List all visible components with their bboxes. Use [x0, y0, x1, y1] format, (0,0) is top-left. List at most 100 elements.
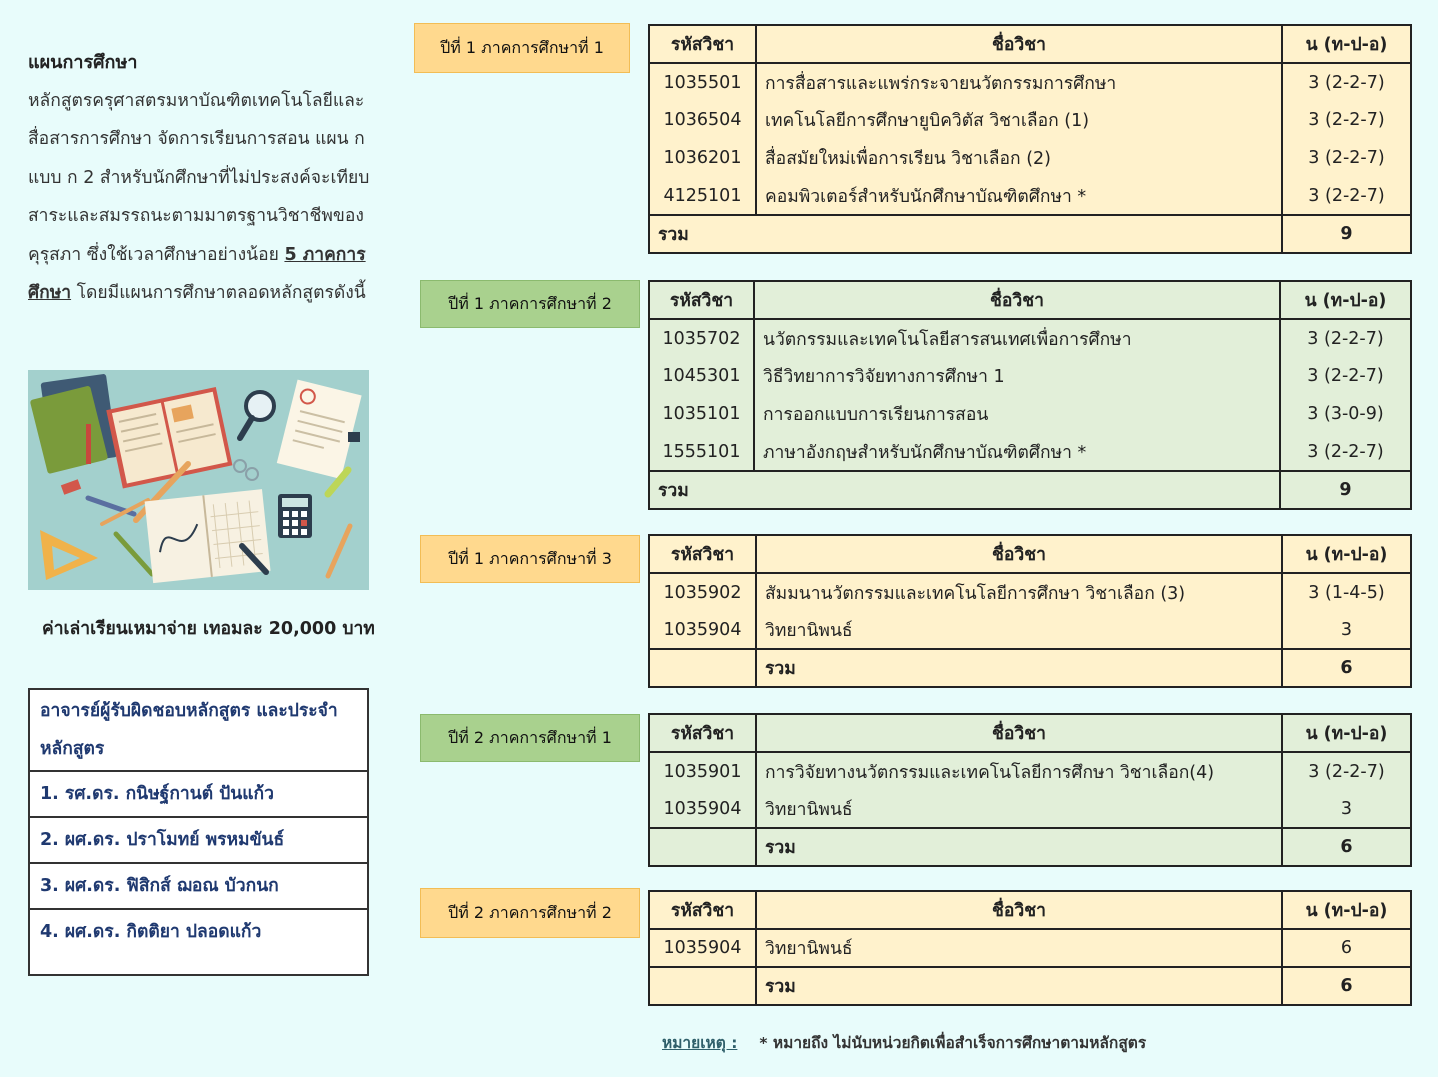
course-code: 1036201 — [648, 139, 757, 177]
course-credits: 3 (2-2-7) — [1281, 139, 1412, 177]
col-code-header: รหัสวิชา — [648, 280, 755, 320]
total-credits: 6 — [1281, 966, 1412, 1006]
course-name: สัมมนานวัตกรรมและเทคโนโลยีการศึกษา วิชาเ… — [755, 573, 1283, 611]
col-name-header: ชื่อวิชา — [755, 890, 1283, 930]
course-credits: 3 (2-2-7) — [1279, 357, 1412, 395]
total-credits: 6 — [1281, 648, 1412, 688]
course-code: 1035101 — [648, 395, 755, 433]
course-name: เทคโนโลยีการศึกษายูบิควิตัส วิชาเลือก (1… — [755, 101, 1283, 139]
intro-section: แผนการศึกษา หลักสูตรครุศาสตรมหาบัณฑิตเทค… — [28, 44, 373, 312]
col-credits-header: น (ท-ป-อ) — [1281, 713, 1412, 753]
total-label: รวม — [755, 827, 1283, 867]
course-code: 1035501 — [648, 63, 757, 101]
tuition-fee: ค่าเล่าเรียนเหมาจ่าย เทอมละ 20,000 บาท — [42, 619, 375, 639]
total-credits: 6 — [1281, 827, 1412, 867]
staff-member: 2. ผศ.ดร. ปราโมทย์ พรหมขันธ์ — [28, 816, 369, 864]
col-credits-header: น (ท-ป-อ) — [1281, 890, 1412, 930]
col-code-header: รหัสวิชา — [648, 24, 757, 64]
course-name: วิทยานิพนธ์ — [755, 929, 1283, 968]
course-credits: 3 — [1281, 611, 1412, 650]
col-name-header: ชื่อวิชา — [755, 24, 1283, 64]
study-illustration — [28, 370, 369, 590]
total-blank-cell — [648, 966, 757, 1006]
course-name: วิธีวิทยาการวิจัยทางการศึกษา 1 — [753, 357, 1281, 395]
course-code: 1036504 — [648, 101, 757, 139]
course-credits: 3 (2-2-7) — [1281, 752, 1412, 790]
total-blank-cell — [648, 827, 757, 867]
course-code: 4125101 — [648, 177, 757, 216]
course-code: 1035904 — [648, 790, 757, 829]
total-label: รวม — [648, 470, 1281, 510]
intro-text: หลักสูตรครุศาสตรมหาบัณฑิตเทคโนโลยีและสื่… — [28, 91, 370, 265]
course-credits: 3 (1-4-5) — [1281, 573, 1412, 611]
course-code: 1555101 — [648, 433, 755, 472]
col-name-header: ชื่อวิชา — [755, 534, 1283, 574]
course-code: 1045301 — [648, 357, 755, 395]
footnote-label: หมายเหตุ : — [662, 1034, 738, 1052]
course-code: 1035702 — [648, 319, 755, 357]
semester-label: ปีที่ 1 ภาคการศึกษาที่ 2 — [420, 280, 640, 328]
total-label: รวม — [648, 214, 1283, 254]
footnote: หมายเหตุ :* หมายถึง ไม่นับหน่วยกิตเพื่อส… — [662, 1030, 1146, 1055]
col-credits-header: น (ท-ป-อ) — [1281, 24, 1412, 64]
col-code-header: รหัสวิชา — [648, 713, 757, 753]
staff-member: 1. รศ.ดร. กนิษฐ์กานต์ ปันแก้ว — [28, 770, 369, 818]
course-name: สื่อสมัยใหม่เพื่อการเรียน วิชาเลือก (2) — [755, 139, 1283, 177]
col-name-header: ชื่อวิชา — [755, 713, 1283, 753]
course-credits: 3 (2-2-7) — [1279, 319, 1412, 357]
course-name: วิทยานิพนธ์ — [755, 790, 1283, 829]
course-name: การวิจัยทางนวัตกรรมและเทคโนโลยีการศึกษา … — [755, 752, 1283, 790]
intro-title: แผนการศึกษา — [28, 52, 138, 73]
total-blank-cell — [648, 648, 757, 688]
course-code: 1035902 — [648, 573, 757, 611]
semester-label: ปีที่ 2 ภาคการศึกษาที่ 2 — [420, 888, 640, 938]
course-name: ภาษาอังกฤษสำหรับนักศึกษาบัณฑิตศึกษา * — [753, 433, 1281, 472]
col-credits-header: น (ท-ป-อ) — [1281, 534, 1412, 574]
semester-label: ปีที่ 2 ภาคการศึกษาที่ 1 — [420, 714, 640, 762]
staff-table: อาจารย์ผู้รับผิดชอบหลักสูตร และประจำหลัก… — [28, 688, 369, 976]
total-credits: 9 — [1281, 214, 1412, 254]
course-credits: 3 (2-2-7) — [1281, 63, 1412, 101]
total-label: รวม — [755, 648, 1283, 688]
course-credits: 6 — [1281, 929, 1412, 968]
total-credits: 9 — [1279, 470, 1412, 510]
intro-body: หลักสูตรครุศาสตรมหาบัณฑิตเทคโนโลยีและสื่… — [28, 82, 373, 312]
staff-member: 3. ผศ.ดร. ฟิสิกส์ ฌอณ บัวกนก — [28, 862, 369, 910]
staff-header: อาจารย์ผู้รับผิดชอบหลักสูตร และประจำหลัก… — [28, 688, 369, 772]
col-name-header: ชื่อวิชา — [753, 280, 1281, 320]
course-name: การสื่อสารและแพร่กระจายนวัตกรรมการศึกษา — [755, 63, 1283, 101]
course-name: วิทยานิพนธ์ — [755, 611, 1283, 650]
staff-member: 4. ผศ.ดร. กิตติยา ปลอดแก้ว — [28, 908, 369, 976]
col-credits-header: น (ท-ป-อ) — [1279, 280, 1412, 320]
course-name: การออกแบบการเรียนการสอน — [753, 395, 1281, 433]
course-credits: 3 (2-2-7) — [1281, 101, 1412, 139]
course-name: คอมพิวเตอร์สำหรับนักศึกษาบัณฑิตศึกษา * — [755, 177, 1283, 216]
total-label: รวม — [755, 966, 1283, 1006]
course-code: 1035901 — [648, 752, 757, 790]
intro-emphasis: 5 ภาคการศึกษา — [28, 244, 366, 304]
semester-label: ปีที่ 1 ภาคการศึกษาที่ 1 — [414, 23, 630, 73]
course-code: 1035904 — [648, 611, 757, 650]
course-credits: 3 (2-2-7) — [1281, 177, 1412, 216]
intro-text-end: โดยมีแผนการศึกษาตลอดหลักสูตรดังนี้ — [76, 283, 366, 304]
semester-label: ปีที่ 1 ภาคการศึกษาที่ 3 — [420, 535, 640, 583]
course-credits: 3 (3-0-9) — [1279, 395, 1412, 433]
